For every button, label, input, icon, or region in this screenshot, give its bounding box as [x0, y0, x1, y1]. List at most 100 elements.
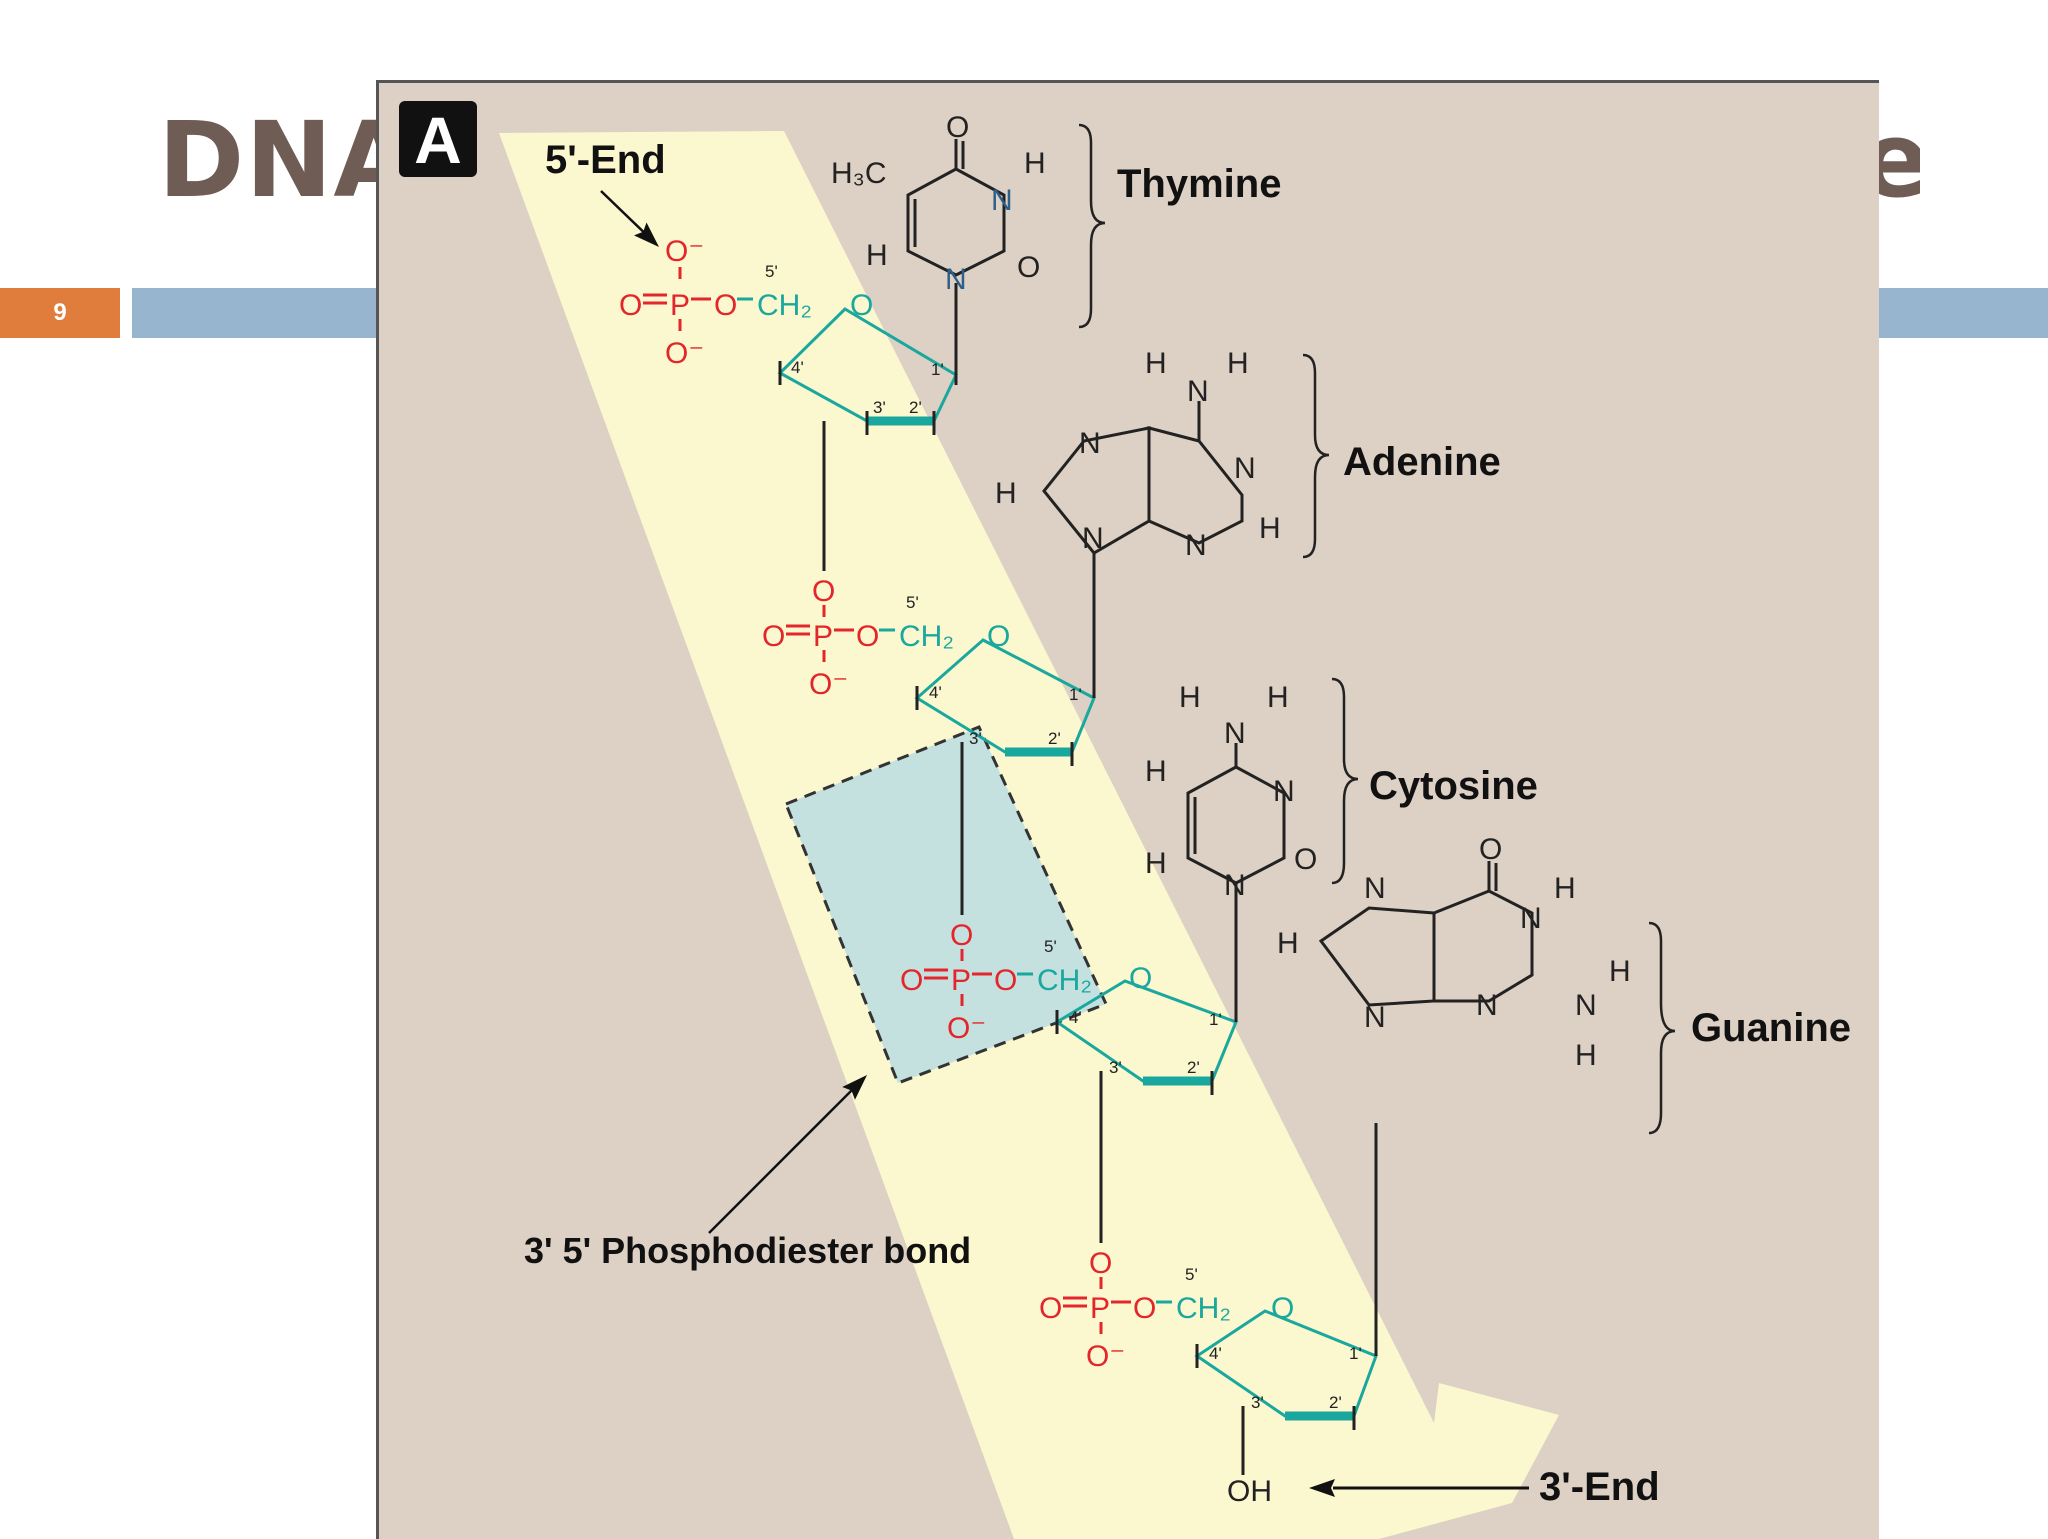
header-rule-left — [132, 288, 378, 338]
guanine-n1-h: H — [1554, 872, 1576, 905]
phosphate-o-ester: O — [1133, 1292, 1156, 1325]
five-prime-end-label: 5'-End — [545, 138, 666, 182]
thymine-n1: N — [945, 263, 967, 296]
cytosine-n3: N — [1273, 775, 1295, 808]
sugar-ch2: CH₂ — [1176, 1292, 1231, 1325]
phosphate-p: P — [813, 620, 833, 653]
adenine-n3: N — [1185, 529, 1207, 562]
guanine-o: O — [1479, 833, 1502, 866]
cytosine-label: Cytosine — [1369, 764, 1538, 808]
three-prime-end-label: 3'-End — [1539, 1465, 1660, 1509]
prime-5: 5' — [1185, 1265, 1198, 1284]
panel-label-box — [399, 101, 477, 177]
phosphate-o: O — [1039, 1292, 1062, 1325]
phosphate-o-ester: O — [994, 964, 1017, 997]
sugar-ring-o: O — [850, 289, 873, 322]
dna-structure-figure: A 5'-End 3'-End OH 3' 5' Phosphodiester … — [376, 80, 1879, 1539]
sugar-ring-o: O — [1129, 962, 1152, 995]
prime-5: 5' — [906, 593, 919, 612]
cytosine-h6: H — [1145, 847, 1167, 880]
adenine-base: N H H N N H N H N — [995, 347, 1281, 562]
adenine-h2: H — [1259, 512, 1281, 545]
prime-4: 4' — [1069, 1008, 1082, 1027]
thymine-n3-h: H — [1024, 147, 1046, 180]
panel-label: A — [414, 103, 462, 177]
guanine-n3: N — [1476, 989, 1498, 1022]
guanine-base: O N H N N H H N H N — [1277, 833, 1631, 1072]
adenine-n9: N — [1082, 522, 1104, 555]
prime-1: 1' — [1209, 1010, 1222, 1029]
thymine-o-right: O — [1017, 251, 1040, 284]
phosphate-o-top: O — [812, 575, 835, 608]
cytosine-amine-h1: H — [1179, 681, 1201, 714]
cytosine-o: O — [1294, 843, 1317, 876]
prime-4: 4' — [791, 358, 804, 377]
nucleotide-guanine: O O P O O⁻ CH₂ 5' O 4' 3' 2' 1' — [1039, 1123, 1378, 1475]
phosphate-o-minus-bottom: O⁻ — [1086, 1340, 1125, 1373]
phosphate-o: O — [900, 964, 923, 997]
prime-2: 2' — [1187, 1058, 1200, 1077]
prime-1: 1' — [931, 360, 944, 379]
adenine-amine-h1: H — [1145, 347, 1167, 380]
nucleotide-cytosine: O O P O O⁻ CH₂ 5' O 4' 3' 2' 1' — [900, 883, 1238, 1243]
prime-1: 1' — [1349, 1344, 1362, 1363]
phosphate-o-top: O — [950, 919, 973, 952]
phosphate-o-minus-bottom: O⁻ — [947, 1012, 986, 1045]
thymine-h: H — [866, 239, 888, 272]
prime-2: 2' — [909, 398, 922, 417]
phosphate-o: O — [762, 620, 785, 653]
prime-4: 4' — [1209, 1344, 1222, 1363]
thymine-o-top: O — [946, 111, 969, 144]
phosphate-p: P — [670, 289, 690, 322]
cytosine-amine-h2: H — [1267, 681, 1289, 714]
prime-3: 3' — [873, 398, 886, 417]
guanine-amine-n: N — [1575, 989, 1597, 1022]
adenine-amine-n: N — [1187, 375, 1209, 408]
prime-3: 3' — [969, 729, 982, 748]
hydroxyl-label: OH — [1227, 1475, 1272, 1508]
cytosine-brace — [1331, 677, 1359, 885]
phosphate-o-ester: O — [714, 289, 737, 322]
guanine-n1: N — [1520, 902, 1542, 935]
prime-4: 4' — [929, 683, 942, 702]
cytosine-amine-n: N — [1224, 717, 1246, 750]
thymine-brace — [1078, 123, 1106, 329]
sugar-ch2: CH₂ — [757, 289, 812, 322]
adenine-label: Adenine — [1343, 440, 1501, 484]
guanine-h8: H — [1277, 927, 1299, 960]
phosphodiester-bond-arrow — [708, 1082, 860, 1234]
prime-2: 2' — [1048, 729, 1061, 748]
adenine-amine-h2: H — [1227, 347, 1249, 380]
phosphate-p: P — [1090, 1292, 1110, 1325]
guanine-amine-h2: H — [1575, 1039, 1597, 1072]
nucleotide-thymine: O⁻ O P O O⁻ CH₂ 5' O 4' 3' 2' 1' — [619, 235, 958, 571]
phosphate-o-minus-bottom: O⁻ — [809, 668, 848, 701]
thymine-methyl: H₃C — [831, 157, 887, 190]
phosphodiester-bond-label: 3' 5' Phosphodiester bond — [524, 1230, 971, 1271]
guanine-n9: N — [1364, 1001, 1386, 1034]
phosphate-o-minus-bottom: O⁻ — [665, 337, 704, 370]
phosphate-p: P — [951, 964, 971, 997]
phosphodiester-bond-box — [784, 725, 1109, 1085]
adenine-h8: H — [995, 477, 1017, 510]
slide-number: 9 — [0, 288, 120, 338]
adenine-n7: N — [1079, 427, 1101, 460]
nucleotide-adenine: O O P O O⁻ CH₂ 5' O 4' 3' 2' 1' — [762, 553, 1096, 915]
header-rule-right — [1877, 288, 2048, 338]
prime-3: 3' — [1109, 1058, 1122, 1077]
phosphate-o: O — [619, 289, 642, 322]
prime-2: 2' — [1329, 1393, 1342, 1412]
prime-1: 1' — [1069, 685, 1082, 704]
phosphate-o-minus-top: O⁻ — [665, 235, 704, 268]
sugar-ch2: CH₂ — [899, 620, 954, 653]
thymine-label: Thymine — [1117, 162, 1281, 206]
adenine-n1: N — [1234, 452, 1256, 485]
slide-title: DNA — [158, 99, 415, 221]
guanine-amine-h1: H — [1609, 955, 1631, 988]
thymine-base: O N H O N H H₃C — [831, 111, 1046, 296]
cytosine-base: N H H N O N H H — [1145, 681, 1317, 902]
thymine-n3: N — [991, 184, 1013, 217]
guanine-label: Guanine — [1691, 1006, 1851, 1050]
prime-5: 5' — [765, 262, 778, 281]
guanine-brace — [1648, 921, 1676, 1135]
